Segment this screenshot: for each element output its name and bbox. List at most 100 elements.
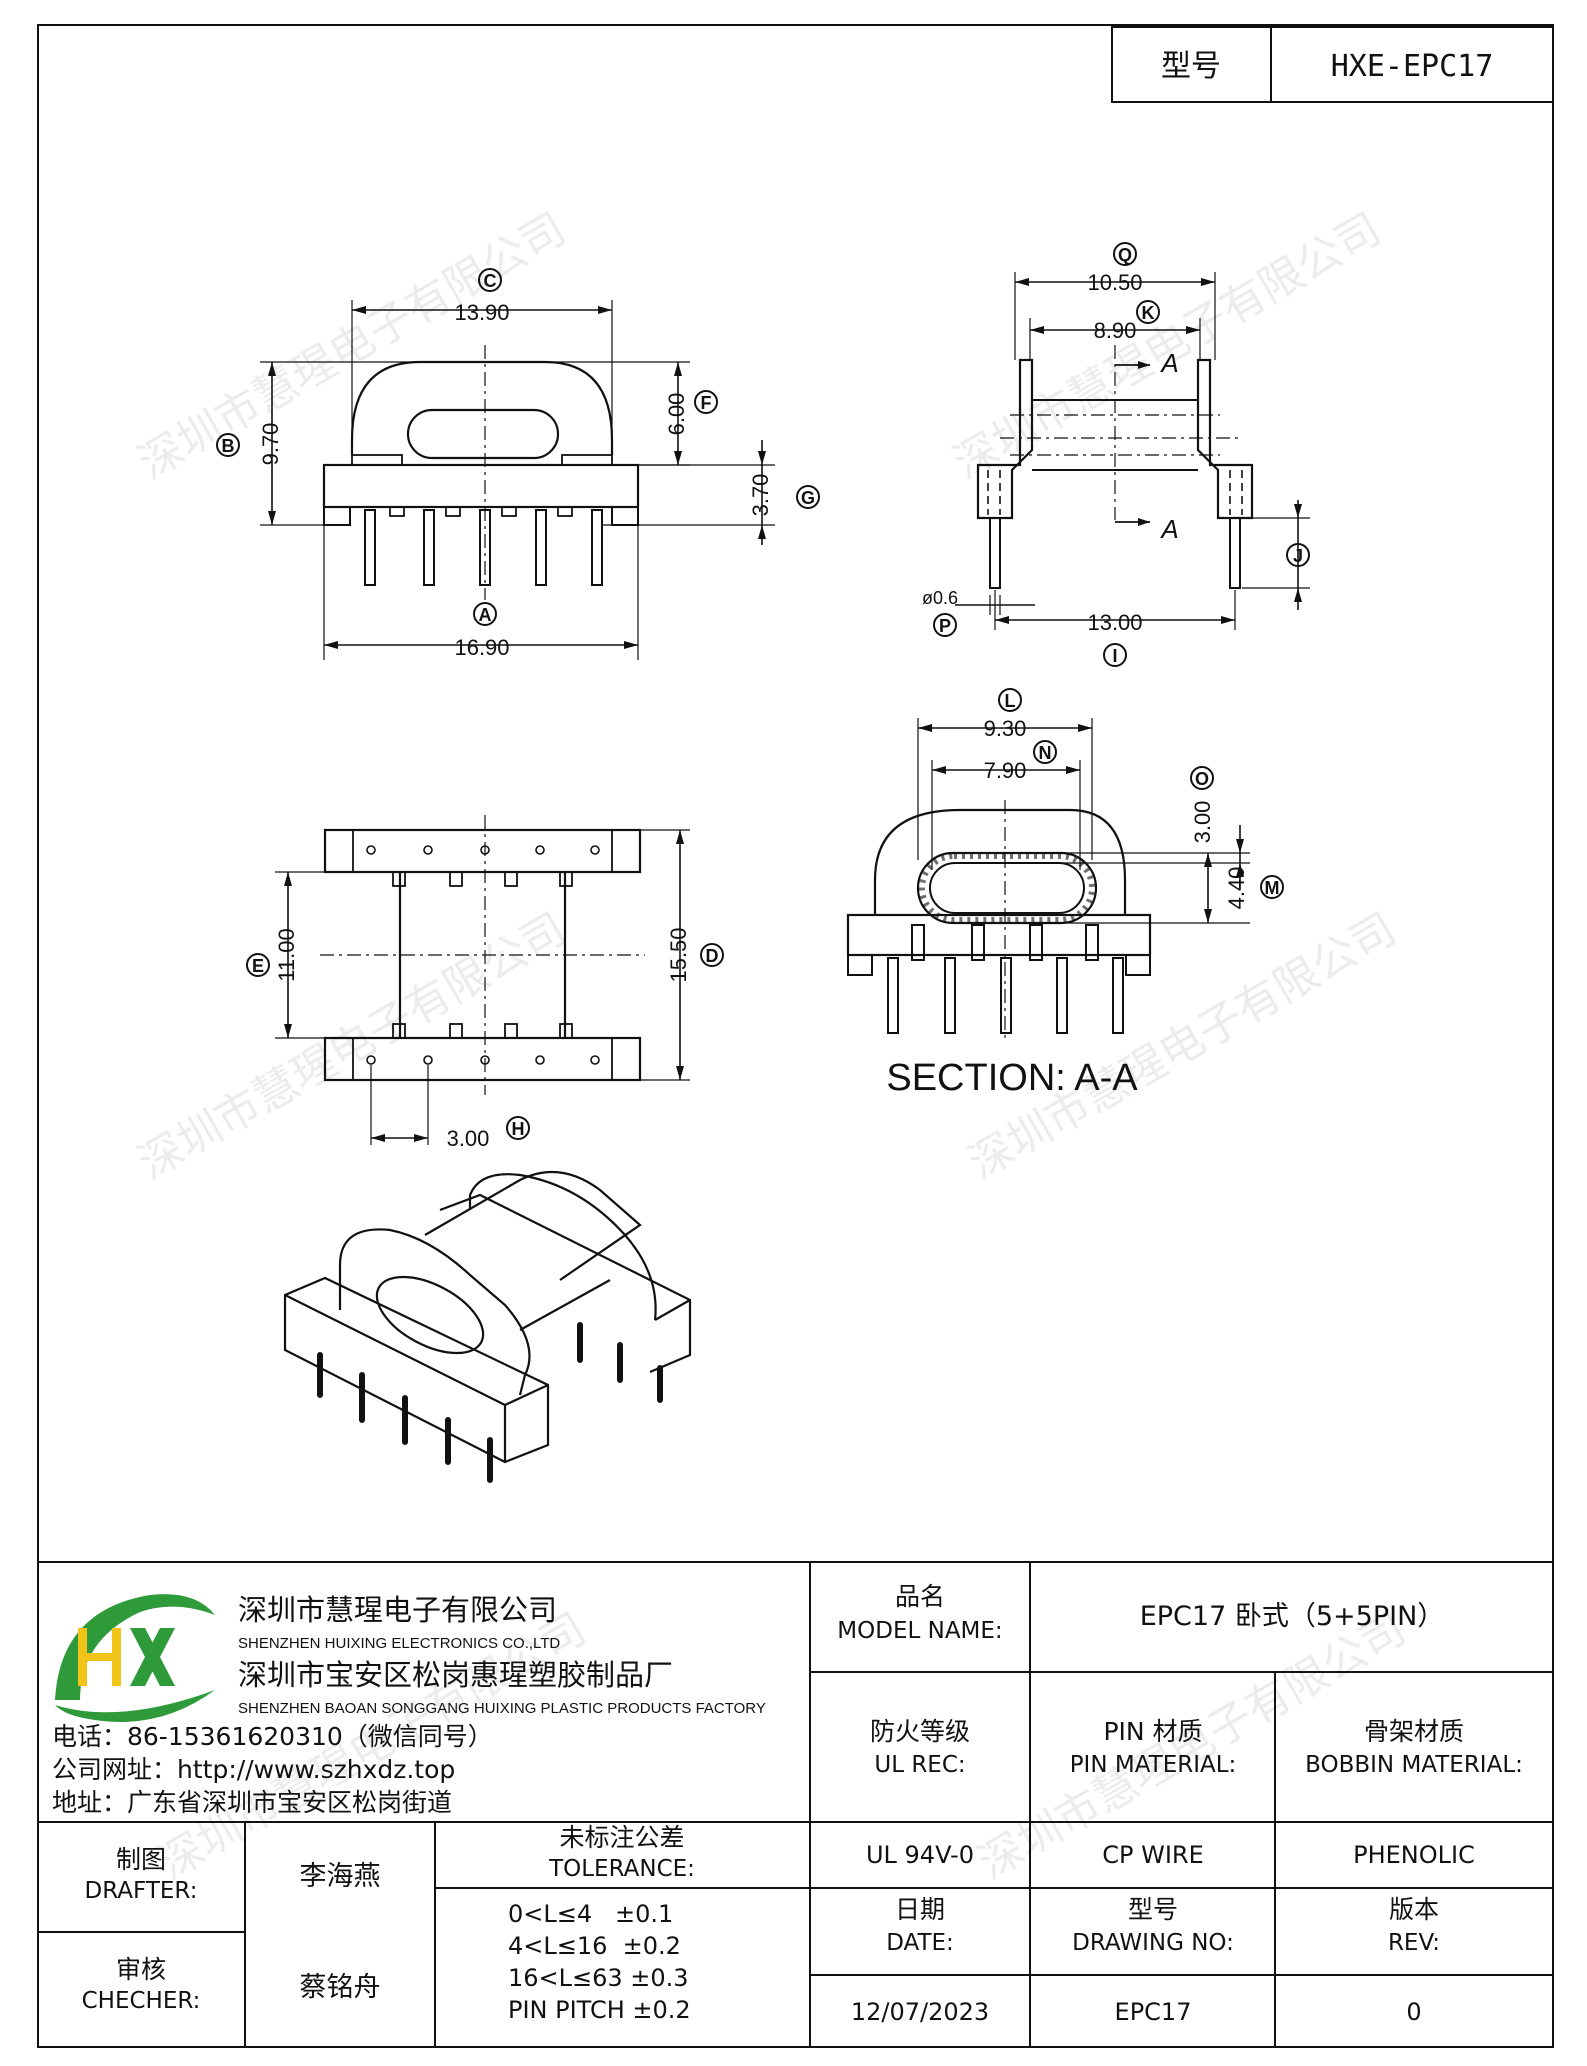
model-name-en: MODEL NAME: [837, 1618, 1002, 1644]
dim-m-value: 4.40 [1224, 867, 1249, 910]
dim-l-value: 9.30 [984, 716, 1027, 741]
dim-g-value: 3.70 [748, 474, 773, 517]
bobbin-material-value: PHENOLIC [1353, 1841, 1475, 1869]
dim-p-value: ø0.6 [922, 588, 958, 608]
bobbin-material-en: BOBBIN MATERIAL: [1305, 1752, 1523, 1778]
dim-b-letter: B [222, 436, 235, 456]
dim-i-value: 13.00 [1087, 610, 1142, 635]
ul-label-en: UL REC: [874, 1752, 965, 1778]
side-view-labels: Q 10.50 K 8.90 A A 13.00 I ø0.6 P J [922, 242, 1310, 667]
company-logo [55, 1594, 215, 1722]
side-view [955, 272, 1310, 630]
title-block: 深圳市慧瑆电子有限公司 SHENZHEN HUIXING ELECTRONICS… [38, 1561, 1553, 2047]
dim-c-letter: C [484, 271, 497, 291]
tolerance-row-4: PIN PITCH ±0.2 [508, 1996, 691, 2024]
dim-c-marker [478, 268, 502, 292]
drafter-label-en: DRAFTER: [85, 1878, 198, 1904]
dim-h-letter: H [512, 1119, 525, 1139]
dim-h-value: 3.00 [447, 1126, 490, 1151]
model-name-cn: 品名 [895, 1582, 945, 1611]
drafter-name: 李海燕 [300, 1861, 381, 1892]
dim-e-marker [246, 953, 270, 977]
ul-value: UL 94V-0 [866, 1841, 974, 1869]
dim-d-value: 15.50 [666, 927, 691, 982]
rev-label-cn: 版本 [1389, 1895, 1439, 1924]
front-view [260, 300, 775, 660]
dim-f-value: 6.00 [664, 393, 689, 436]
ul-label-cn: 防火等级 [870, 1717, 970, 1746]
factory-name-cn: 深圳市宝安区松岗惠瑆塑胶制品厂 [238, 1658, 673, 1692]
dim-h-marker [506, 1116, 530, 1140]
dim-p-marker [933, 613, 957, 637]
date-label-cn: 日期 [895, 1895, 945, 1924]
date-value: 12/07/2023 [851, 1998, 989, 2026]
company-phone: 电话：86-15361620310（微信同号） [52, 1722, 493, 1751]
dim-j-letter: J [1293, 546, 1303, 566]
drafter-label-cn: 制图 [116, 1845, 166, 1874]
tolerance-row-1: 0<L≤4 ±0.1 [508, 1900, 673, 1928]
rev-label-en: REV: [1388, 1930, 1440, 1956]
dim-q-letter: Q [1118, 245, 1132, 265]
dim-i-letter: I [1112, 646, 1117, 666]
dim-m-marker [1260, 875, 1284, 899]
dim-b-value: 9.70 [258, 423, 283, 466]
watermark-4: 深圳市慧瑆电子有限公司 [960, 903, 1405, 1189]
dim-i-marker [1103, 643, 1127, 667]
pin-material-en: PIN MATERIAL: [1070, 1752, 1237, 1778]
tolerance-label-cn: 未标注公差 [559, 1823, 684, 1852]
dim-k-value: 8.90 [1094, 318, 1137, 343]
dim-o-marker [1190, 766, 1214, 790]
model-name-value: EPC17 卧式（5+5PIN） [1140, 1601, 1445, 1632]
sheet-border [37, 24, 1554, 2048]
dim-q-value: 10.50 [1087, 270, 1142, 295]
section-marker-bottom: A [1159, 514, 1178, 544]
pin-material-cn: PIN 材质 [1103, 1717, 1202, 1746]
factory-name-en: SHENZHEN BAOAN SONGGANG HUIXING PLASTIC … [238, 1700, 766, 1717]
dim-a-value: 16.90 [454, 635, 509, 660]
section-title: SECTION: A-A [886, 1057, 1138, 1099]
company-address: 地址：广东省深圳市宝安区松岗街道 [52, 1788, 452, 1817]
dim-o-value: 3.00 [1190, 801, 1215, 844]
top-view-labels: D 15.50 E 11.00 3.00 H [246, 927, 724, 1151]
dim-b-marker [216, 433, 240, 457]
dim-o-letter: O [1195, 769, 1209, 789]
dim-d-marker [700, 943, 724, 967]
tolerance-row-3: 16<L≤63 ±0.3 [508, 1964, 689, 1992]
dim-l-letter: L [1005, 691, 1016, 711]
dim-g-letter: G [801, 488, 815, 508]
dim-d-letter: D [706, 946, 719, 966]
dim-k-marker [1136, 300, 1160, 324]
dim-f-letter: F [701, 393, 712, 413]
dim-c-value: 13.90 [454, 300, 509, 325]
company-website: 公司网址：http://www.szhxdz.top [52, 1755, 455, 1784]
model-value: HXE-EPC17 [1331, 49, 1494, 84]
drawing-no-label-en: DRAWING NO: [1072, 1930, 1234, 1956]
bobbin-material-cn: 骨架材质 [1364, 1717, 1464, 1746]
drawing-no-label-cn: 型号 [1128, 1895, 1178, 1924]
dim-p-letter: P [939, 616, 951, 636]
dim-n-marker [1033, 740, 1057, 764]
dim-a-letter: A [479, 605, 492, 625]
tolerance-row-2: 4<L≤16 ±0.2 [508, 1932, 681, 1960]
section-view [846, 718, 1250, 1040]
isometric-view [283, 1170, 692, 1483]
section-marker-top: A [1159, 348, 1178, 378]
model-box: 型号 HXE-EPC17 [1111, 26, 1554, 103]
watermark-2: 深圳市慧瑆电子有限公司 [945, 203, 1390, 489]
front-view-labels: C 13.90 A 16.90 B 9.70 F 6.00 G 3.70 [216, 268, 820, 660]
company-name-en: SHENZHEN HUIXING ELECTRONICS CO.,LTD [238, 1635, 560, 1652]
checker-name: 蔡铭舟 [300, 1972, 381, 2003]
dim-a-marker [473, 602, 497, 626]
dim-q-marker [1113, 242, 1137, 266]
dim-n-letter: N [1039, 743, 1052, 763]
section-view-labels: L 9.30 N 7.90 O 3.00 M 4.40 SECTION: A-A [886, 688, 1284, 1099]
dim-j-marker [1286, 543, 1310, 567]
dim-f-marker [694, 390, 718, 414]
checker-label-cn: 审核 [116, 1955, 166, 1984]
dim-e-value: 11.00 [274, 928, 299, 981]
dim-n-value: 7.90 [984, 758, 1027, 783]
checker-label-en: CHECHER: [82, 1988, 201, 2014]
dim-e-letter: E [252, 956, 264, 976]
dim-g-marker [796, 485, 820, 509]
dim-k-letter: K [1142, 303, 1155, 323]
